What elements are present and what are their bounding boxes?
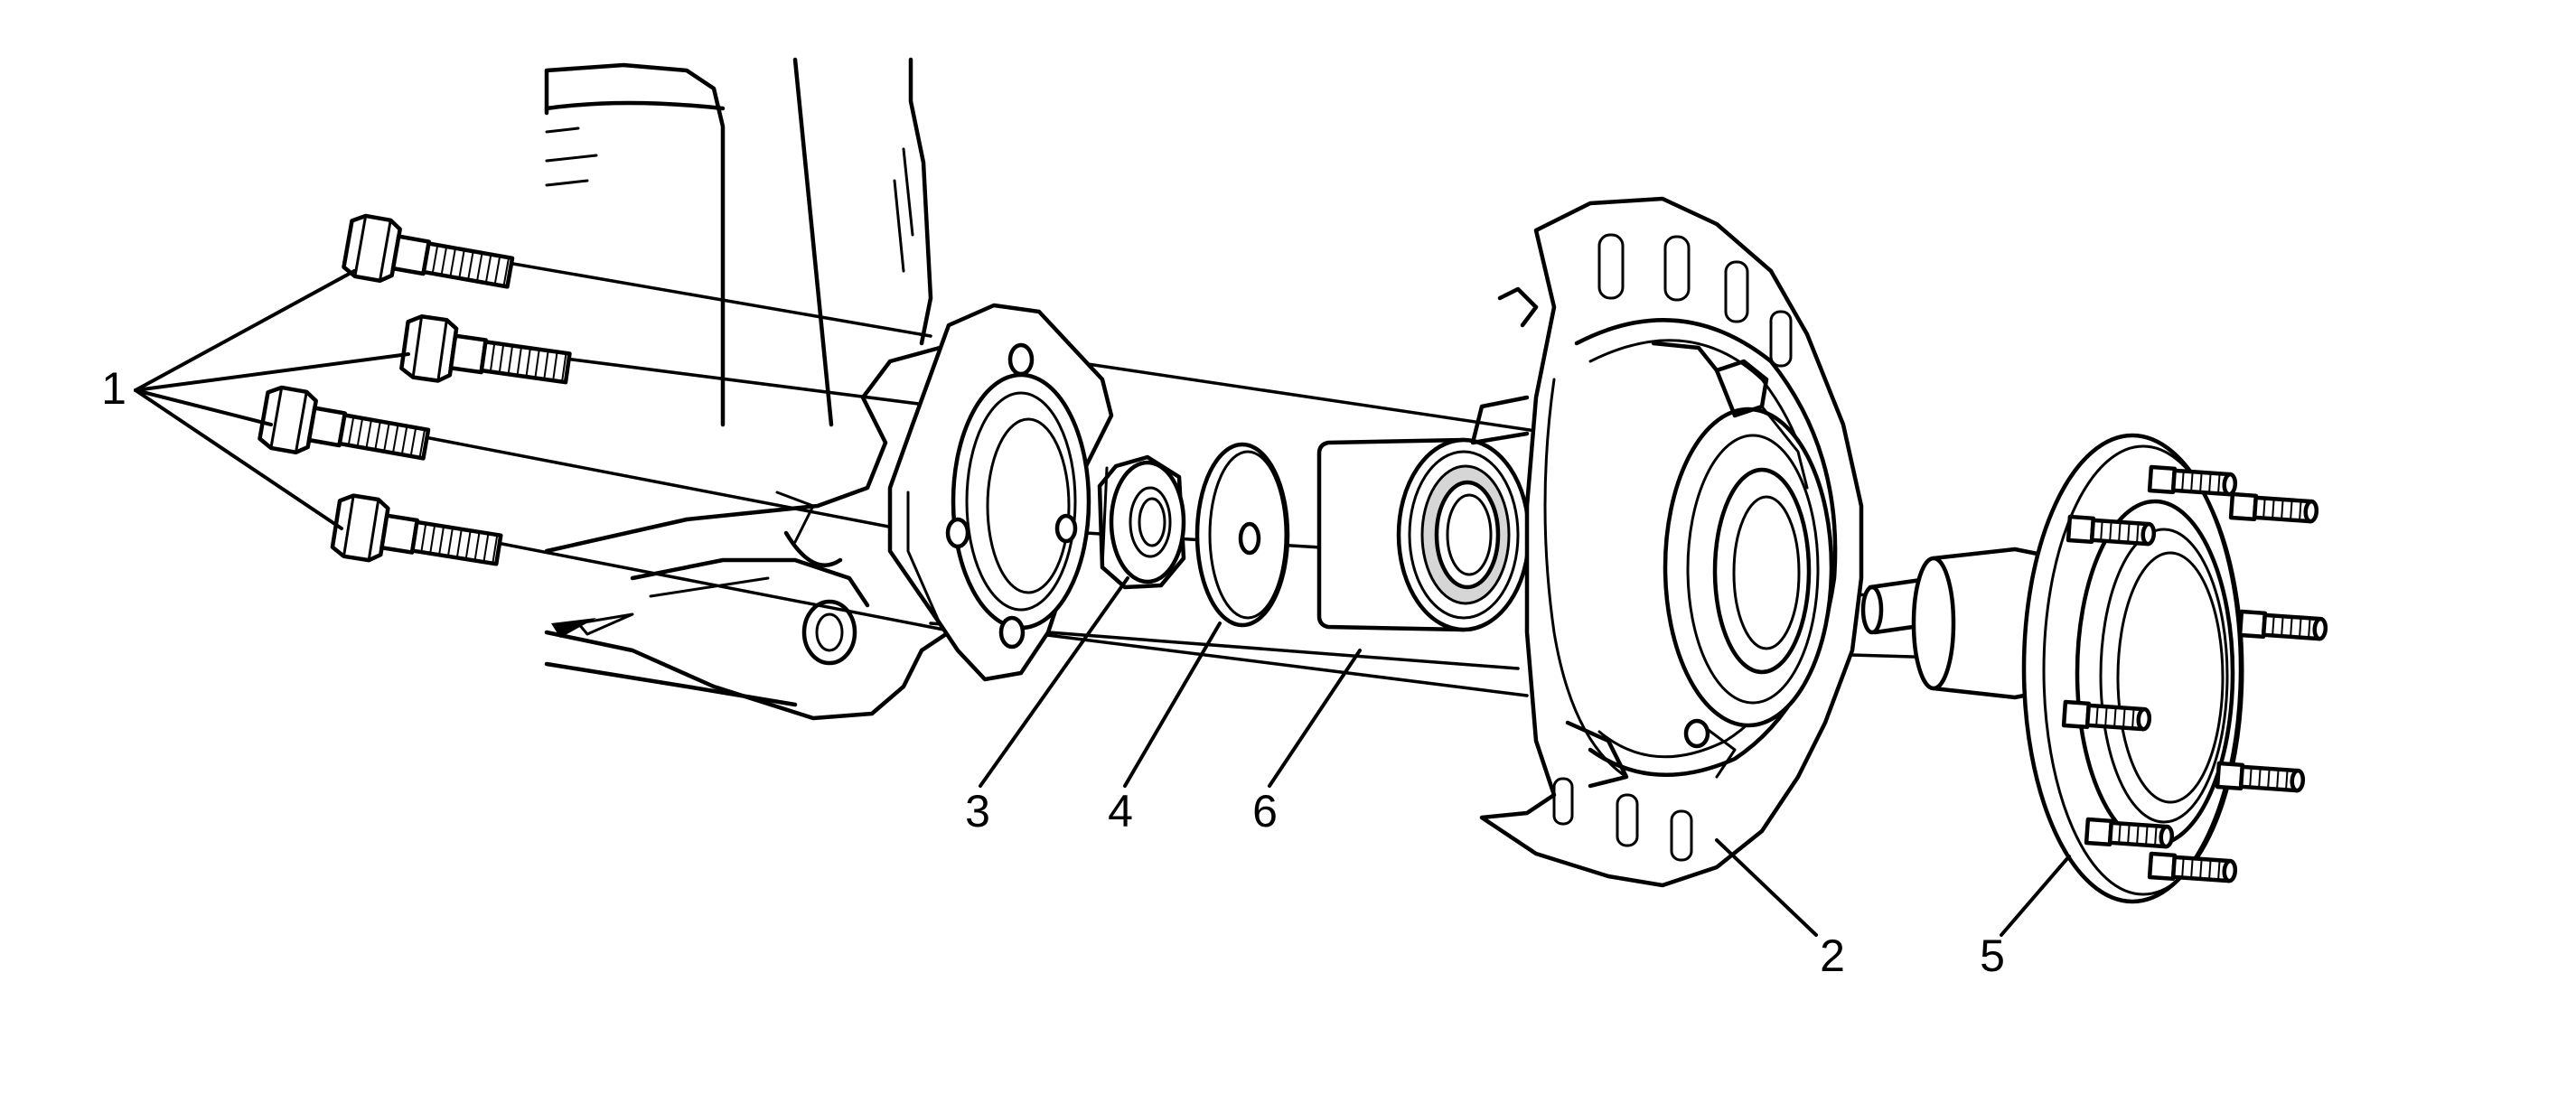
wheel-bearing: [1316, 437, 1532, 632]
stud-1: [2150, 467, 2236, 496]
callout-3: 3: [965, 786, 990, 837]
bolt-4: [332, 493, 503, 580]
hub-nut: [1097, 454, 1186, 590]
callout-labels: 1 2 3 4 5 6: [101, 363, 2005, 981]
bolts: [258, 214, 572, 581]
washer: [1194, 442, 1290, 628]
leader-lines: [134, 269, 2071, 937]
callout-5: 5: [1980, 930, 2005, 981]
stud-7: [2150, 854, 2236, 883]
knuckle-flange: [887, 303, 1114, 682]
steering-knuckle: [544, 57, 951, 721]
backing-plate: [1470, 196, 1864, 888]
stud-8: [2231, 494, 2318, 523]
wheel-hub: [1860, 433, 2327, 904]
bolt-2: [400, 314, 572, 398]
bolt-1: [342, 214, 515, 304]
callout-2: 2: [1820, 930, 1845, 981]
callout-1: 1: [101, 363, 126, 414]
callout-4: 4: [1108, 786, 1133, 837]
stud-5: [2217, 763, 2304, 792]
stud-3: [2240, 612, 2327, 640]
bolt-3: [258, 386, 431, 475]
callout-6: 6: [1252, 786, 1278, 837]
